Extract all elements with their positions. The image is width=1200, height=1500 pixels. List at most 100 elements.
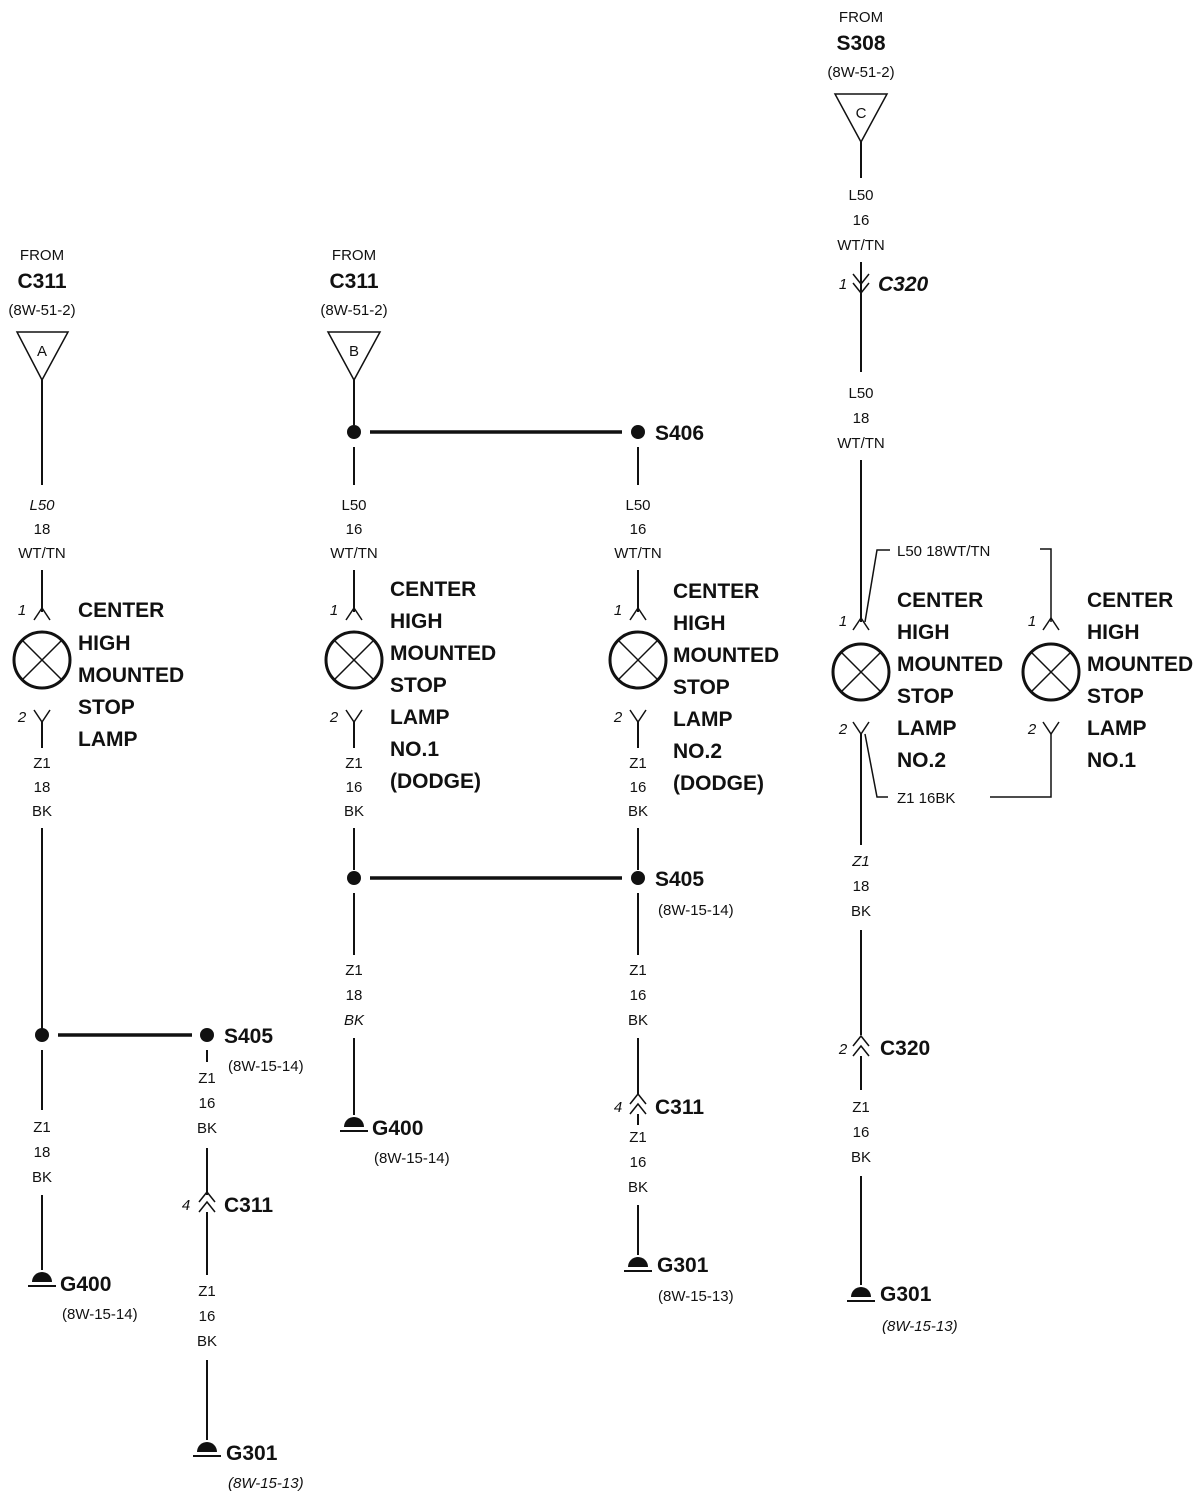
source-a-letter: A: [37, 343, 47, 360]
wire-gauge: 16: [630, 521, 647, 538]
wire-gauge: 16: [853, 212, 870, 229]
ground-name: G400: [60, 1273, 111, 1296]
ground-ref: (8W-15-14): [374, 1150, 450, 1167]
wire-gauge: 16: [630, 1154, 647, 1171]
ground-name: G301: [880, 1283, 932, 1306]
ground-g301-a: G301 (8W-15-13): [193, 1442, 304, 1492]
wire-circuit: Z1: [629, 962, 647, 979]
ground-name: G301: [226, 1442, 278, 1465]
connector-pin-icon: [33, 709, 51, 724]
lamp-line: MOUNTED: [673, 644, 779, 667]
pin-label: 2: [17, 709, 27, 726]
wire-color: WT/TN: [837, 237, 884, 254]
ground-icon: [32, 1272, 52, 1282]
pin-label: 2: [838, 721, 848, 738]
connector-chevron-icon: [198, 1190, 216, 1203]
wire-gauge: 18: [346, 987, 363, 1004]
wire-label-c-top: L50 16 WT/TN: [837, 187, 884, 254]
lamp-line: CENTER: [673, 580, 759, 603]
wire-label-c-ground: Z1 16 BK: [851, 1099, 871, 1166]
wire-color: BK: [344, 1012, 365, 1029]
wire-gauge: 18: [853, 878, 870, 895]
branch-wire: [864, 549, 890, 623]
splice-s405: S405: [224, 1025, 273, 1048]
wire-circuit: Z1: [852, 1099, 870, 1116]
wire-label-b1-mid: Z1 16 BK: [344, 755, 364, 820]
lamp-c2-label: CENTER HIGH MOUNTED STOP LAMP NO.2: [897, 589, 1003, 772]
lamp-line: STOP: [897, 685, 954, 708]
lamp-line: (DODGE): [673, 772, 764, 795]
lamp-line: HIGH: [1087, 621, 1140, 644]
connector-c320: C320: [880, 1037, 930, 1060]
lamp-line: STOP: [390, 674, 447, 697]
ground-icon: [197, 1442, 217, 1452]
pin-label: 4: [614, 1099, 622, 1116]
splice-dot: [35, 1028, 49, 1042]
connector-pin-icon: [629, 606, 647, 621]
source-a-triangle-icon: [15, 331, 70, 382]
connector-chevron-icon: [629, 1092, 647, 1105]
wire-color: WT/TN: [330, 545, 377, 562]
wire-label-a-low: Z1 18 BK: [32, 1119, 52, 1186]
wire-circuit: L50: [29, 497, 55, 514]
wire-color: WT/TN: [18, 545, 65, 562]
lamp-line: STOP: [78, 696, 135, 719]
wire-circuit: Z1: [198, 1070, 216, 1087]
lamp-line: CENTER: [897, 589, 983, 612]
lamp-line: MOUNTED: [897, 653, 1003, 676]
lamp-line: LAMP: [897, 717, 957, 740]
source-b-ref: (8W-51-2): [320, 302, 387, 319]
branch-label-z1: Z1 16BK: [897, 790, 955, 807]
wire-gauge: 18: [853, 410, 870, 427]
wire-label-a-mid: Z1 18 BK: [32, 755, 52, 820]
connector-chevron-icon: [852, 273, 870, 286]
connector-pin-icon: [345, 606, 363, 621]
splice-s405-ref: (8W-15-14): [228, 1058, 304, 1075]
connector-c320: C320: [878, 273, 929, 296]
connector-chevron-icon: [629, 1102, 647, 1115]
ground-g400-b: G400 (8W-15-14): [340, 1117, 450, 1167]
branch-wire: [1040, 548, 1052, 622]
ground-g301-c: G301 (8W-15-13): [847, 1283, 958, 1335]
splice-dot: [347, 871, 361, 885]
branch-wire: [864, 733, 888, 798]
connector-pin-icon: [1042, 616, 1060, 631]
splice-s406: S406: [655, 422, 704, 445]
connector-pin-icon: [852, 616, 870, 631]
wire-gauge: 16: [853, 1124, 870, 1141]
ground-icon: [344, 1117, 364, 1127]
bulb-cross: [21, 639, 63, 681]
source-b-from: FROM: [332, 247, 376, 264]
splice-dot: [200, 1028, 214, 1042]
lamp-line: (DODGE): [390, 770, 481, 793]
wire-gauge: 16: [630, 779, 647, 796]
pin-label: 2: [329, 709, 339, 726]
ground-g301-b: G301 (8W-15-13): [624, 1254, 734, 1305]
wire-gauge: 18: [34, 779, 51, 796]
wire-color: BK: [628, 1012, 648, 1029]
connector-pin-icon: [1042, 721, 1060, 736]
connector-pin-icon: [345, 709, 363, 724]
lamp-c1-label: CENTER HIGH MOUNTED STOP LAMP NO.1: [1087, 589, 1193, 772]
wire-label-c-mid: L50 18 WT/TN: [837, 385, 884, 452]
lamp-line: CENTER: [1087, 589, 1173, 612]
connector-chevron-icon: [198, 1200, 216, 1213]
source-c-triangle-icon: [833, 93, 889, 144]
wire-circuit: Z1: [345, 755, 363, 772]
wire-circuit: Z1: [345, 962, 363, 979]
source-c-letter: C: [856, 105, 867, 122]
wire-label-c311-a: Z1 16 BK: [197, 1283, 217, 1350]
connector-c311: C311: [224, 1194, 273, 1217]
wire-color: BK: [197, 1120, 217, 1137]
ground-ref: (8W-15-13): [658, 1288, 734, 1305]
splice-s405-ref: (8W-15-14): [658, 902, 734, 919]
splice-dot: [347, 425, 361, 439]
wire-color: BK: [344, 803, 364, 820]
wire-gauge: 16: [346, 779, 363, 796]
wire-circuit: L50: [625, 497, 650, 514]
pin-label: 1: [330, 602, 338, 619]
wire-gauge: 18: [34, 1144, 51, 1161]
lamp-b1-label: CENTER HIGH MOUNTED STOP LAMP NO.1 (DODG…: [390, 578, 496, 793]
wire-label-a-top: L50 18 WT/TN: [18, 497, 65, 562]
branch-label-l50: L50 18WT/TN: [897, 543, 990, 560]
